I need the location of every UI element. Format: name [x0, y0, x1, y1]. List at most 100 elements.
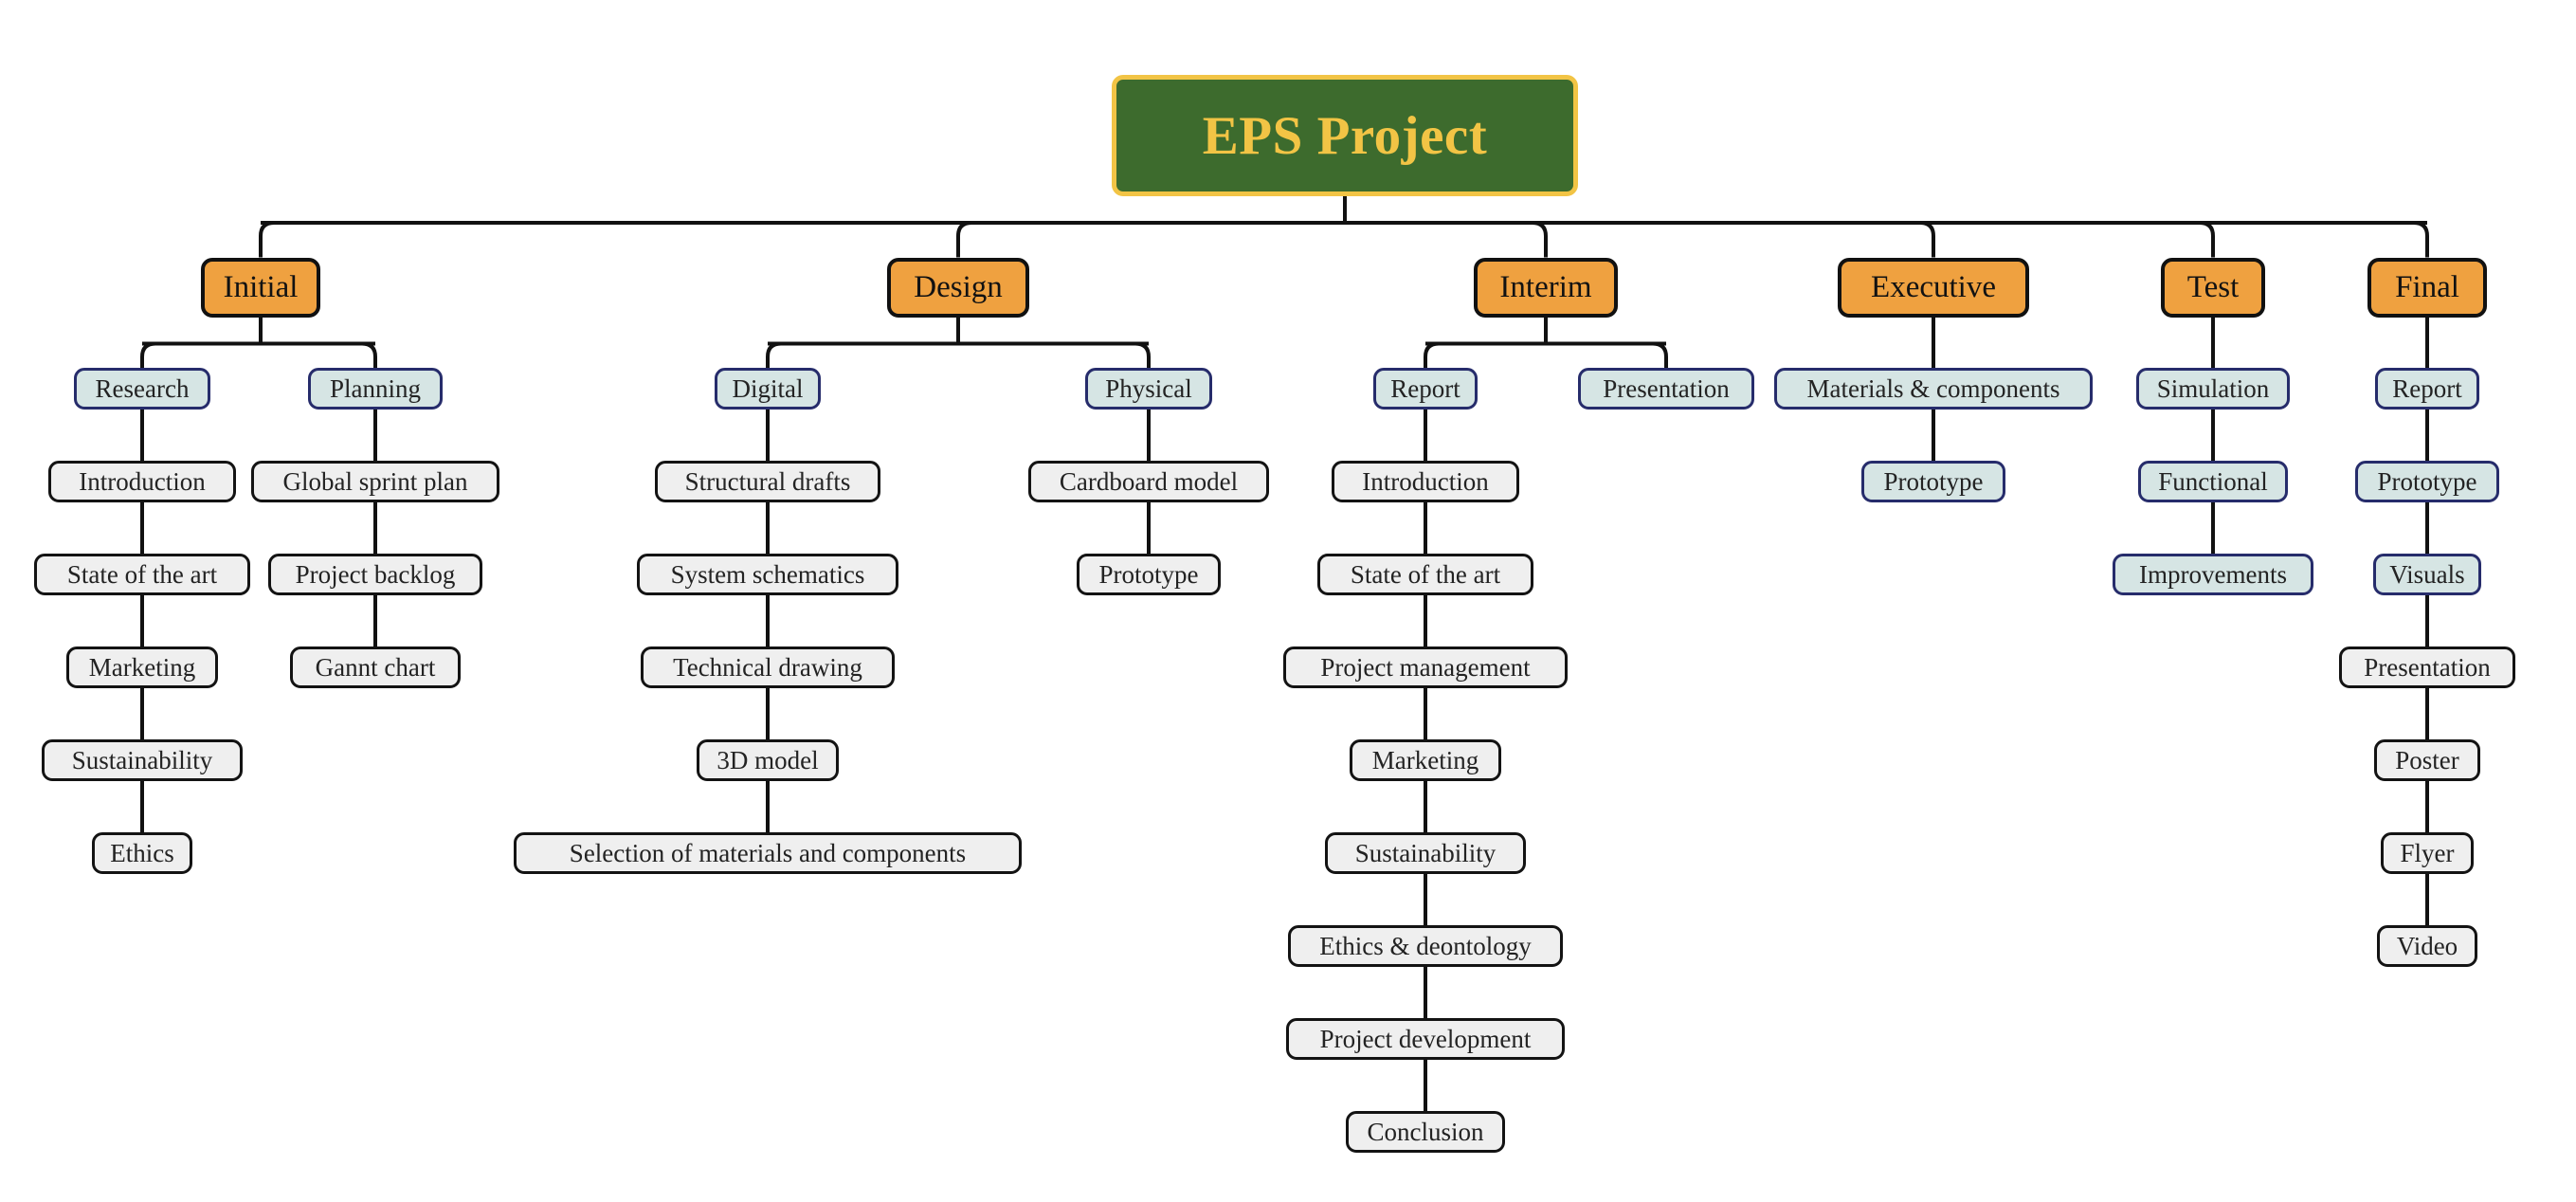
- gray-node-project-backlog[interactable]: Project backlog: [268, 554, 482, 595]
- node-label: Report: [2392, 373, 2462, 403]
- phase-node-initial[interactable]: Initial: [201, 257, 320, 318]
- node-label: Global sprint plan: [282, 466, 468, 496]
- phase-node-final[interactable]: Final: [2367, 257, 2487, 318]
- blue-node-visuals[interactable]: Visuals: [2373, 554, 2481, 595]
- node-label: Project development: [1319, 1024, 1532, 1053]
- node-label: Technical drawing: [673, 652, 862, 682]
- gray-node-project-development[interactable]: Project development: [1286, 1018, 1565, 1060]
- node-label: Presentation: [1603, 373, 1730, 403]
- node-label: Improvements: [2139, 559, 2287, 589]
- phase-node-test[interactable]: Test: [2161, 257, 2265, 318]
- blue-node-functional[interactable]: Functional: [2138, 461, 2288, 502]
- node-label: Prototype: [1883, 466, 1984, 496]
- node-label: Materials & components: [1806, 373, 2060, 403]
- node-label: Test: [2186, 269, 2240, 304]
- node-label: Physical: [1105, 373, 1192, 403]
- node-label: Marketing: [88, 652, 196, 682]
- node-label: 3D model: [717, 745, 819, 774]
- gray-node-system-schematics[interactable]: System schematics: [637, 554, 898, 595]
- node-label: Initial: [223, 269, 299, 304]
- gray-node-ethics-deontology[interactable]: Ethics & deontology: [1288, 925, 1563, 967]
- blue-node-prototype[interactable]: Prototype: [1861, 461, 2005, 502]
- node-label: Introduction: [79, 466, 206, 496]
- gray-node-video[interactable]: Video: [2377, 925, 2477, 967]
- node-label: Structural drafts: [684, 466, 851, 496]
- gray-node-marketing[interactable]: Marketing: [66, 647, 218, 688]
- gray-node-poster[interactable]: Poster: [2374, 739, 2480, 781]
- blue-node-report[interactable]: Report: [2375, 368, 2479, 410]
- connector-line: [361, 341, 377, 368]
- blue-node-materials-components[interactable]: Materials & components: [1774, 368, 2093, 410]
- connector-line: [2413, 221, 2429, 258]
- connector-line: [2199, 221, 2215, 258]
- connector-line: [1134, 341, 1151, 368]
- node-label: Prototype: [2377, 466, 2477, 496]
- gray-node-prototype[interactable]: Prototype: [1077, 554, 1221, 595]
- node-label: Selection of materials and components: [569, 838, 967, 867]
- node-label: Conclusion: [1367, 1117, 1484, 1146]
- gray-node-cardboard-model[interactable]: Cardboard model: [1028, 461, 1269, 502]
- node-label: Marketing: [1371, 745, 1479, 774]
- node-label: Presentation: [2364, 652, 2491, 682]
- gray-node-sustainability[interactable]: Sustainability: [1325, 832, 1526, 874]
- node-label: Digital: [732, 373, 804, 403]
- gray-node-conclusion[interactable]: Conclusion: [1346, 1111, 1505, 1153]
- connector-line: [1652, 341, 1668, 368]
- gray-node-introduction[interactable]: Introduction: [48, 461, 236, 502]
- gray-node-state-of-the-art[interactable]: State of the art: [34, 554, 250, 595]
- gray-node-state-of-the-art[interactable]: State of the art: [1317, 554, 1533, 595]
- blue-node-simulation[interactable]: Simulation: [2136, 368, 2290, 410]
- phase-node-interim[interactable]: Interim: [1474, 257, 1618, 318]
- node-label: Project backlog: [295, 559, 456, 589]
- node-label: Introduction: [1362, 466, 1489, 496]
- node-label: Interim: [1499, 269, 1592, 304]
- node-label: State of the art: [66, 559, 218, 589]
- node-label: Prototype: [1098, 559, 1199, 589]
- node-label: Final: [2395, 269, 2459, 304]
- gray-node-ethics[interactable]: Ethics: [92, 832, 192, 874]
- node-label: Sustainability: [1354, 838, 1497, 867]
- node-label: Ethics: [110, 838, 174, 867]
- node-label: Project management: [1320, 652, 1531, 682]
- node-label: Design: [914, 269, 1003, 304]
- node-label: Report: [1390, 373, 1460, 403]
- gray-node-marketing[interactable]: Marketing: [1350, 739, 1501, 781]
- gray-node-introduction[interactable]: Introduction: [1332, 461, 1519, 502]
- blue-node-research[interactable]: Research: [74, 368, 210, 410]
- root-node-eps-project[interactable]: EPS Project: [1112, 75, 1578, 196]
- gray-node-flyer[interactable]: Flyer: [2381, 832, 2474, 874]
- blue-node-digital[interactable]: Digital: [715, 368, 821, 410]
- blue-node-presentation[interactable]: Presentation: [1578, 368, 1754, 410]
- gray-node-project-management[interactable]: Project management: [1283, 647, 1568, 688]
- gray-node-selection-of-materials-and-components[interactable]: Selection of materials and components: [514, 832, 1022, 874]
- node-label: Simulation: [2156, 373, 2270, 403]
- blue-node-improvements[interactable]: Improvements: [2113, 554, 2313, 595]
- gray-node-3d-model[interactable]: 3D model: [697, 739, 839, 781]
- connector-line: [1919, 221, 1935, 258]
- gray-node-sustainability[interactable]: Sustainability: [42, 739, 243, 781]
- gray-node-presentation[interactable]: Presentation: [2339, 647, 2515, 688]
- node-label: Planning: [329, 373, 421, 403]
- blue-node-planning[interactable]: Planning: [308, 368, 443, 410]
- node-label: Cardboard model: [1059, 466, 1239, 496]
- gray-node-structural-drafts[interactable]: Structural drafts: [655, 461, 880, 502]
- phase-node-design[interactable]: Design: [887, 257, 1029, 318]
- blue-node-report[interactable]: Report: [1373, 368, 1478, 410]
- connector-line: [1424, 341, 1440, 368]
- node-label: State of the art: [1350, 559, 1501, 589]
- phase-node-executive[interactable]: Executive: [1838, 257, 2029, 318]
- blue-node-physical[interactable]: Physical: [1085, 368, 1212, 410]
- node-label: Gannt chart: [315, 652, 436, 682]
- gray-node-global-sprint-plan[interactable]: Global sprint plan: [251, 461, 499, 502]
- gray-node-gannt-chart[interactable]: Gannt chart: [290, 647, 461, 688]
- connector-line: [1532, 221, 1548, 258]
- gray-node-technical-drawing[interactable]: Technical drawing: [641, 647, 895, 688]
- node-label: Executive: [1871, 269, 1996, 304]
- connector-line: [766, 341, 782, 368]
- node-label: Research: [95, 373, 190, 403]
- blue-node-prototype[interactable]: Prototype: [2355, 461, 2499, 502]
- connector-line: [140, 341, 156, 368]
- node-label: Visuals: [2389, 559, 2465, 589]
- node-label: Ethics & deontology: [1319, 931, 1532, 960]
- node-label: Flyer: [2400, 838, 2455, 867]
